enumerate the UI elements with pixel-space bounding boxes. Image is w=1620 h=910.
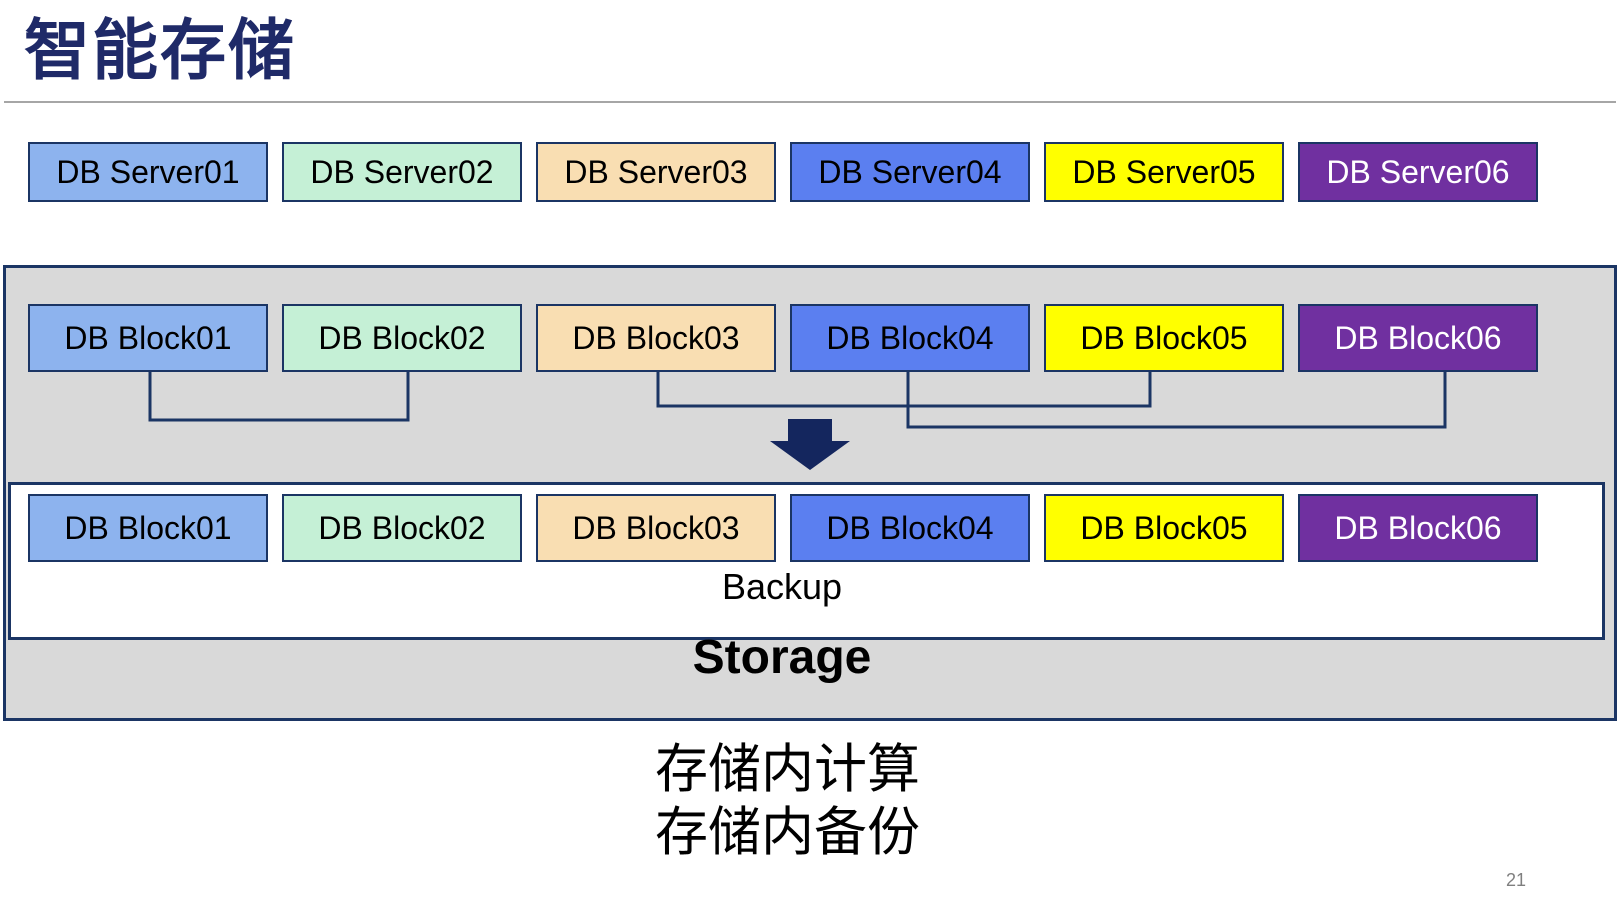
db-block-box: DB Block04 xyxy=(790,494,1030,562)
db-block-box: DB Block03 xyxy=(536,494,776,562)
db-block-box: DB Block02 xyxy=(282,304,522,372)
db-block-box: DB Block02 xyxy=(282,494,522,562)
title-divider xyxy=(4,101,1616,103)
db-server-box: DB Server04 xyxy=(790,142,1030,202)
db-block-box: DB Block05 xyxy=(1044,304,1284,372)
db-block-box: DB Block06 xyxy=(1298,304,1538,372)
db-block-box: DB Block06 xyxy=(1298,494,1538,562)
db-server-box: DB Server05 xyxy=(1044,142,1284,202)
db-block-box: DB Block04 xyxy=(790,304,1030,372)
page-number: 21 xyxy=(1506,870,1527,890)
db-server-box: DB Server03 xyxy=(536,142,776,202)
caption-block: 存储内计算 存储内备份 xyxy=(655,738,920,864)
caption-line-compute: 存储内计算 xyxy=(655,740,920,799)
db-server-box: DB Server02 xyxy=(282,142,522,202)
db-block-box: DB Block03 xyxy=(536,304,776,372)
storage-label: Storage xyxy=(692,631,872,684)
db-block-box: DB Block05 xyxy=(1044,494,1284,562)
slide-title: 智能存储 xyxy=(24,13,296,87)
caption-line-backup: 存储内备份 xyxy=(655,803,920,862)
db-block-box: DB Block01 xyxy=(28,494,268,562)
db-block-box: DB Block01 xyxy=(28,304,268,372)
db-server-box: DB Server01 xyxy=(28,142,268,202)
db-server-box: DB Server06 xyxy=(1298,142,1538,202)
backup-label: Backup xyxy=(721,566,843,607)
